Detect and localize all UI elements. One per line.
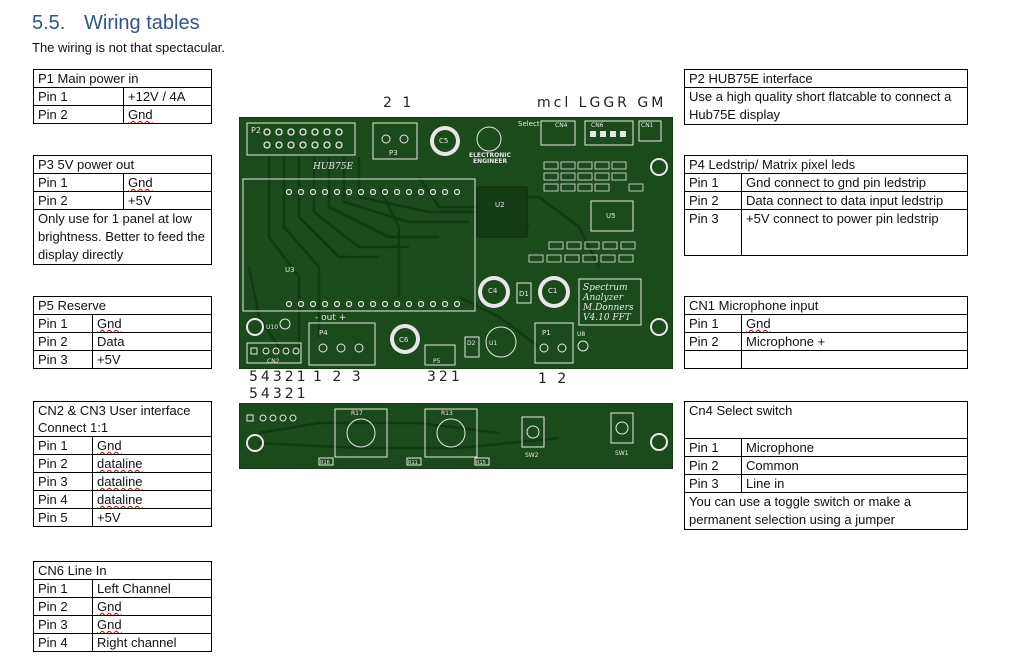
silk-u5: U5 bbox=[606, 212, 616, 220]
pcb-label-p4-pins: 1 2 3 bbox=[313, 369, 364, 385]
silk-spectrum-1: Spectrum bbox=[583, 283, 628, 293]
pcb-label-p5-pins: 321 bbox=[427, 369, 463, 385]
silk-cn1: CN1 bbox=[641, 122, 654, 129]
silk-cn4: CN4 bbox=[555, 122, 568, 129]
table-row: Pin 3+5V bbox=[33, 350, 212, 369]
table-row: Pin 2+5V bbox=[33, 191, 212, 210]
table-row: Pin 3+5V connect to power pin ledstrip bbox=[684, 209, 968, 256]
table-note: Only use for 1 panel at low brightness. … bbox=[33, 209, 212, 265]
silk-sw1: SW1 bbox=[615, 450, 629, 457]
table-cn2-cn3: CN2 & CN3 User interface Connect 1:1 Pin… bbox=[33, 401, 212, 527]
intro-text: The wiring is not that spectacular. bbox=[32, 40, 225, 55]
table-header: CN2 & CN3 User interface bbox=[33, 401, 212, 419]
silk-c5: C5 bbox=[439, 137, 448, 145]
table-note: You can use a toggle switch or make a pe… bbox=[684, 492, 968, 530]
silk-r13: R13 bbox=[441, 410, 453, 417]
table-subheader: Connect 1:1 bbox=[33, 419, 212, 437]
table-header: P2 HUB75E interface bbox=[684, 69, 968, 88]
pcb-label-p4-pins: mcl LGGR GM bbox=[537, 95, 667, 111]
table-row bbox=[684, 350, 968, 369]
table-row: Pin 5+5V bbox=[33, 508, 212, 527]
silk-u2: U2 bbox=[495, 201, 505, 209]
silk-d1: D1 bbox=[519, 290, 529, 298]
ui-pcb-image: R17 R13 R16 R11 R15 SW2 SW1 bbox=[239, 403, 673, 469]
silk-hub75e: HUB75E bbox=[312, 162, 353, 172]
silk-spectrum-3: M.Donners bbox=[582, 303, 634, 313]
silk-r15: R15 bbox=[476, 460, 486, 466]
silk-p4: P4 bbox=[319, 329, 328, 337]
silk-r17: R17 bbox=[351, 410, 363, 417]
silk-p5: P5 bbox=[433, 358, 441, 365]
silk-p2: P2 bbox=[251, 126, 261, 135]
silk-p3: P3 bbox=[389, 149, 398, 157]
silk-u8: U8 bbox=[577, 331, 585, 338]
table-p2: P2 HUB75E interface Use a high quality s… bbox=[684, 69, 968, 125]
table-row: Pin 1+12V / 4A bbox=[33, 87, 212, 106]
table-header: CN6 Line In bbox=[33, 561, 212, 580]
table-header: P4 Ledstrip/ Matrix pixel leds bbox=[684, 155, 968, 174]
silk-logo-2: ENGINEER bbox=[473, 158, 507, 165]
silk-r11: R11 bbox=[408, 460, 418, 466]
silk-out: - out + bbox=[315, 313, 346, 323]
main-pcb-image: P2 HUB75E P3 C5 ELECTRONIC ENGINEER Sele… bbox=[239, 117, 673, 369]
silk-c4: C4 bbox=[488, 287, 498, 295]
silk-cn2: CN2 bbox=[267, 358, 280, 365]
silk-spectrum-2: Analyzer bbox=[582, 293, 624, 303]
silk-u3: U3 bbox=[285, 266, 295, 274]
silk-u10: U10 bbox=[266, 324, 278, 331]
section-heading: 5.5. Wiring tables bbox=[32, 12, 200, 35]
pcb-label-p3-pins: 2 1 bbox=[383, 95, 415, 111]
pcb-label-cn2-pins: 54321 bbox=[249, 369, 309, 385]
table-note: Use a high quality short flatcable to co… bbox=[684, 87, 968, 125]
section-title: Wiring tables bbox=[84, 12, 200, 34]
section-number: 5.5. bbox=[32, 12, 66, 34]
silk-p1: P1 bbox=[542, 329, 551, 337]
table-header: P5 Reserve bbox=[33, 296, 212, 315]
silk-u1: U1 bbox=[489, 340, 497, 347]
silk-r16: R16 bbox=[320, 460, 330, 466]
table-header: Cn4 Select switch bbox=[684, 401, 968, 439]
silk-sw2: SW2 bbox=[525, 452, 539, 459]
table-header: CN1 Microphone input bbox=[684, 296, 968, 315]
silk-logo-1: ELECTRONIC bbox=[469, 152, 511, 159]
silk-select: Select bbox=[518, 120, 540, 128]
pcb-label-cn3-pins: 54321 bbox=[249, 386, 309, 402]
silk-cn6: CN6 bbox=[591, 122, 604, 129]
silk-spectrum-4: V4.10 FFT bbox=[583, 313, 632, 323]
silk-c1: C1 bbox=[548, 287, 557, 295]
table-header: P1 Main power in bbox=[33, 69, 212, 88]
table-header: P3 5V power out bbox=[33, 155, 212, 174]
pcb-label-p1-pins: 1 2 bbox=[538, 371, 570, 387]
silk-c6: C6 bbox=[399, 336, 409, 344]
silk-d2: D2 bbox=[467, 340, 476, 347]
